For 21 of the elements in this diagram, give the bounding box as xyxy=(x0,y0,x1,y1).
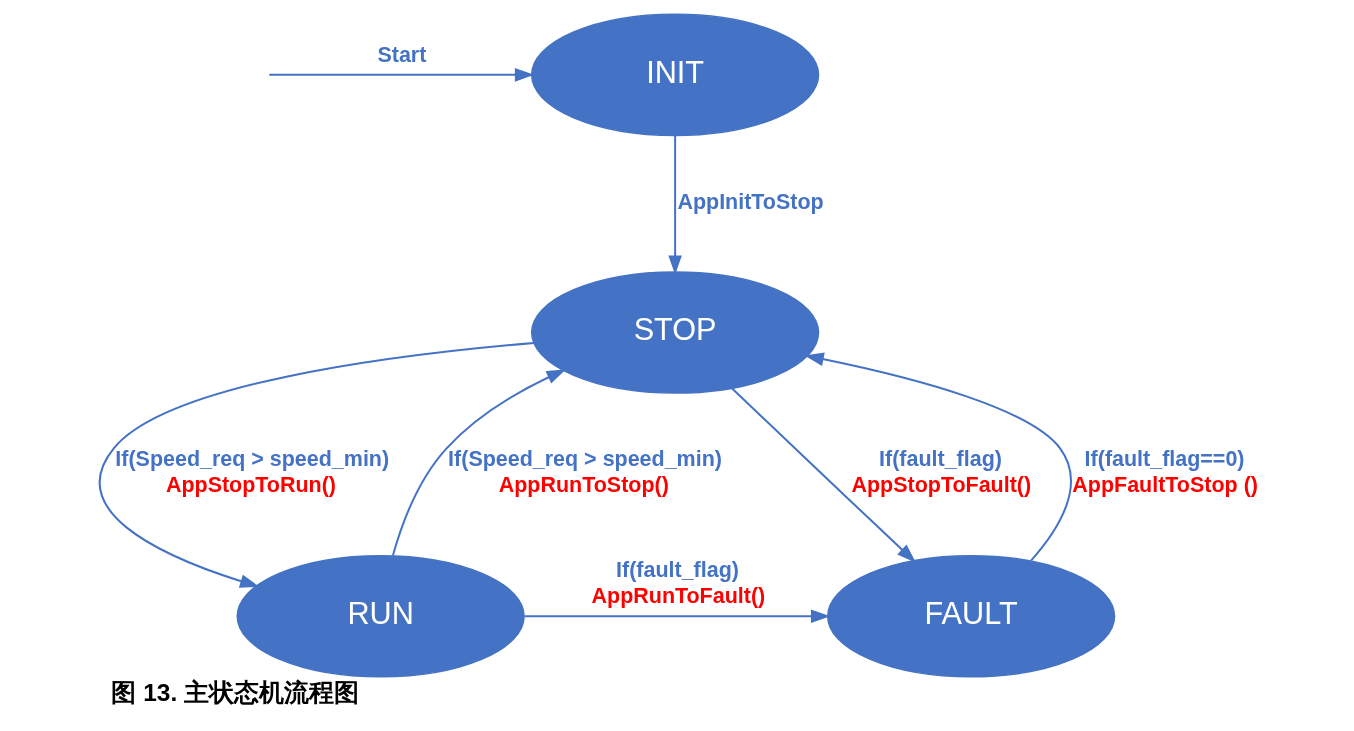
edge-label: AppRunToFault() xyxy=(591,583,766,608)
arrow xyxy=(731,387,916,563)
arrow xyxy=(668,134,682,275)
edge-label: AppStopToRun() xyxy=(165,472,337,497)
edge-label: If(fault_flag==0) xyxy=(1084,446,1245,471)
node-ellipse: STOP xyxy=(530,271,820,394)
edge-label: AppRunToStop() xyxy=(498,472,669,497)
edge-label: AppStopToFault() xyxy=(851,472,1032,497)
edge-label: If(fault_flag) xyxy=(616,557,739,582)
edge-label: Start xyxy=(377,43,427,68)
arrow xyxy=(391,369,566,557)
node-ellipse: FAULT xyxy=(826,554,1116,678)
arrow xyxy=(804,352,1072,562)
node-ellipse: INIT xyxy=(530,13,820,137)
edge-label: AppFaultToStop () xyxy=(1072,472,1258,497)
edge-label: If(Speed_req > speed_min) xyxy=(115,446,390,471)
arrow xyxy=(99,341,535,588)
edge-label: AppInitToStop xyxy=(677,189,824,214)
caption: 图 13. 主状态机流程图 xyxy=(111,679,360,707)
edge-label: If(Speed_req > speed_min) xyxy=(448,446,722,471)
edge-label: If(fault_flag) xyxy=(879,446,1002,471)
